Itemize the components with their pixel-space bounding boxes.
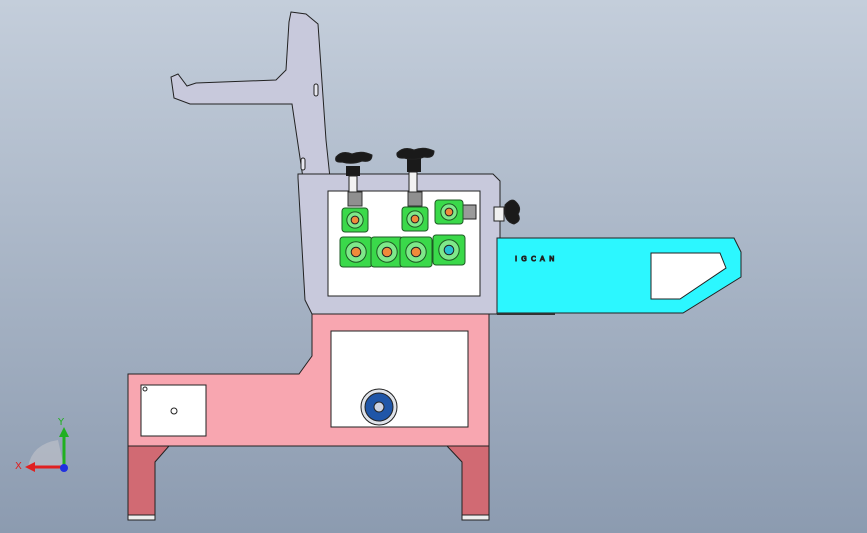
adjust-knob-side[interactable] xyxy=(493,199,521,225)
motor-shaft xyxy=(373,401,385,413)
brand-label: I G C A N xyxy=(515,255,555,263)
triad-origin xyxy=(60,464,68,472)
adjust-knob-left[interactable] xyxy=(335,151,373,194)
straightener-machine[interactable]: I G C A N xyxy=(127,11,742,521)
triad-plane xyxy=(28,440,64,467)
base-access-panel-right xyxy=(330,330,469,428)
y-axis-head xyxy=(59,427,69,437)
x-axis-label: X xyxy=(15,461,22,472)
feed-roller xyxy=(370,236,404,268)
frame-slot xyxy=(300,157,306,171)
hood-window xyxy=(650,252,727,300)
feed-roller xyxy=(341,207,369,233)
right-foot xyxy=(461,514,490,521)
feed-roller xyxy=(401,206,429,232)
roller-holder xyxy=(347,191,363,207)
left-foot xyxy=(127,514,156,521)
upright-frame[interactable] xyxy=(170,11,331,179)
feed-roller xyxy=(339,236,373,268)
roller-holder xyxy=(407,191,423,207)
panel-screw xyxy=(142,386,148,392)
y-axis-label: Y xyxy=(57,417,65,428)
left-leg xyxy=(127,445,171,521)
x-axis-head xyxy=(25,462,35,472)
panel-screw xyxy=(170,407,178,415)
feed-roller xyxy=(432,234,466,266)
feed-roller xyxy=(434,199,464,225)
frame-slot xyxy=(313,83,319,97)
rollers xyxy=(339,191,466,268)
feed-roller xyxy=(399,236,433,268)
roller-mount-bracket xyxy=(461,204,477,220)
coordinate-triad: Y X xyxy=(15,417,69,472)
